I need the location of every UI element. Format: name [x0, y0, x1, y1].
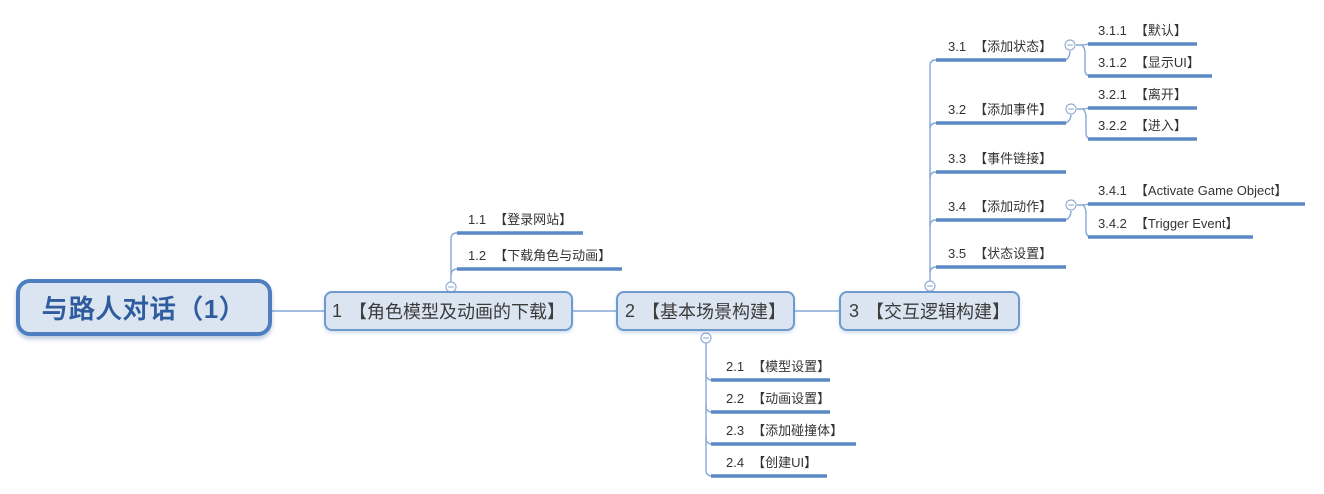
- collapse-toggle-3-1-icon[interactable]: [1064, 39, 1076, 51]
- subtopic-1-1[interactable]: 1.1 【登录网站】: [468, 212, 572, 228]
- topic-label: 【创建UI】: [752, 455, 818, 470]
- topic-number: 3.4.2: [1098, 216, 1127, 231]
- topic-number: 3.2.2: [1098, 118, 1127, 133]
- tail-3-1: [1065, 50, 1071, 61]
- topic-label: 【下载角色与动画】: [494, 248, 612, 263]
- topic-number: 1: [331, 300, 342, 321]
- subtopic-3-4-1[interactable]: 3.4.1 【Activate Game Object】: [1098, 183, 1287, 199]
- collapse-toggle-3-2-icon[interactable]: [1065, 103, 1077, 115]
- topic-number: 3.4.1: [1098, 183, 1127, 198]
- branch3-elbow-3-2: [929, 122, 937, 130]
- subtopic-3-2-1[interactable]: 3.2.1 【离开】: [1098, 87, 1187, 103]
- subtopic-3-5[interactable]: 3.5 【状态设置】: [948, 246, 1052, 262]
- topic-label: 【添加状态】: [974, 39, 1053, 54]
- topic-label: 【添加事件】: [974, 102, 1053, 117]
- topic-number: 3.4: [948, 199, 967, 214]
- main-topic-2[interactable]: 2 【基本场景构建】: [616, 291, 795, 331]
- topic-number: 2.3: [726, 423, 745, 438]
- branch3-elbow-3-5: [929, 266, 937, 274]
- collapse-toggle-branch3-icon[interactable]: [924, 280, 936, 292]
- topic-label: 【Activate Game Object】: [1134, 183, 1288, 198]
- topic-number: 2.1: [726, 359, 745, 374]
- topic-label: 【模型设置】: [752, 359, 831, 374]
- topic-label: 【动画设置】: [752, 391, 831, 406]
- topic-number: 3: [848, 300, 859, 321]
- branch3-elbow-3-4: [929, 219, 937, 227]
- conn-3-1-1: [1076, 43, 1089, 46]
- conn-3-1-2: [1081, 44, 1092, 77]
- topic-label: 【添加动作】: [974, 199, 1053, 214]
- collapse-toggle-3-4-icon[interactable]: [1065, 199, 1077, 211]
- topic-label: 【显示UI】: [1134, 55, 1200, 70]
- topic-label: 【基本场景构建】: [642, 302, 786, 322]
- collapse-buttons: [445, 39, 1077, 344]
- subtopic-3-1-2[interactable]: 3.1.2 【显示UI】: [1098, 55, 1200, 71]
- topic-number: 3.5: [948, 246, 967, 261]
- topic-number: 2.2: [726, 391, 745, 406]
- branch1-elbow-1-2: [450, 268, 459, 276]
- topic-label: 【默认】: [1134, 23, 1187, 38]
- subtopic-2-1[interactable]: 2.1 【模型设置】: [726, 359, 830, 375]
- subtopic-3-4-2[interactable]: 3.4.2 【Trigger Event】: [1098, 216, 1238, 232]
- topic-number: 3.3: [948, 151, 967, 166]
- topic-label: 【交互逻辑构建】: [866, 302, 1010, 322]
- branch1-trunk: [450, 232, 458, 282]
- subtopic-3-2-2[interactable]: 3.2.2 【进入】: [1098, 118, 1187, 134]
- topic-number: 1.2: [468, 248, 487, 263]
- subtopic-3-1[interactable]: 3.1 【添加状态】: [948, 39, 1052, 55]
- topic-number: 3.1.1: [1098, 23, 1127, 38]
- conn-3-2-2: [1082, 108, 1093, 140]
- topic-label: 【角色模型及动画的下载】: [349, 302, 565, 322]
- main-topic-1[interactable]: 1 【角色模型及动画的下载】: [324, 291, 573, 331]
- branch3-elbow-3-3: [929, 171, 937, 179]
- subtopic-2-2[interactable]: 2.2 【动画设置】: [726, 391, 830, 407]
- topic-underlines: [457, 42, 1305, 478]
- subtopic-3-1-1[interactable]: 3.1.1 【默认】: [1098, 23, 1187, 39]
- tail-3-4: [1065, 210, 1072, 221]
- topic-label: 【进入】: [1134, 118, 1187, 133]
- main-topic-3[interactable]: 3 【交互逻辑构建】: [839, 291, 1020, 331]
- subtopic-3-2[interactable]: 3.2 【添加事件】: [948, 102, 1052, 118]
- subtopic-2-3[interactable]: 2.3 【添加碰撞体】: [726, 423, 843, 439]
- topic-number: 3.2: [948, 102, 967, 117]
- conn-3-2-1: [1077, 107, 1089, 110]
- branch3-trunk: [929, 59, 937, 281]
- topic-number: 2: [624, 300, 635, 321]
- subtopic-3-3[interactable]: 3.3 【事件链接】: [948, 151, 1052, 167]
- collapse-toggle-branch2-icon[interactable]: [700, 332, 712, 344]
- topic-number: 3.1: [948, 39, 967, 54]
- conn-3-4-1: [1077, 203, 1089, 206]
- tail-3-2: [1065, 114, 1072, 124]
- topic-label: 【状态设置】: [974, 246, 1053, 261]
- topic-number: 1.1: [468, 212, 487, 227]
- topic-label: 【添加碰撞体】: [752, 423, 844, 438]
- subtopic-2-4[interactable]: 2.4 【创建UI】: [726, 455, 817, 471]
- topic-label: 【事件链接】: [974, 151, 1053, 166]
- root-topic[interactable]: 与路人对话（1）: [16, 279, 272, 336]
- topic-label: 【Trigger Event】: [1134, 216, 1239, 231]
- subtopic-1-2[interactable]: 1.2 【下载角色与动画】: [468, 248, 611, 264]
- topic-number: 3.1.2: [1098, 55, 1127, 70]
- conn-3-4-2: [1082, 204, 1093, 238]
- subtopic-3-4[interactable]: 3.4 【添加动作】: [948, 199, 1052, 215]
- topic-label: 【离开】: [1134, 87, 1187, 102]
- topic-label: 【登录网站】: [494, 212, 573, 227]
- topic-number: 2.4: [726, 455, 745, 470]
- topic-number: 3.2.1: [1098, 87, 1127, 102]
- root-topic-label: 与路人对话（1）: [41, 294, 247, 324]
- branch2-trunk: [705, 343, 713, 477]
